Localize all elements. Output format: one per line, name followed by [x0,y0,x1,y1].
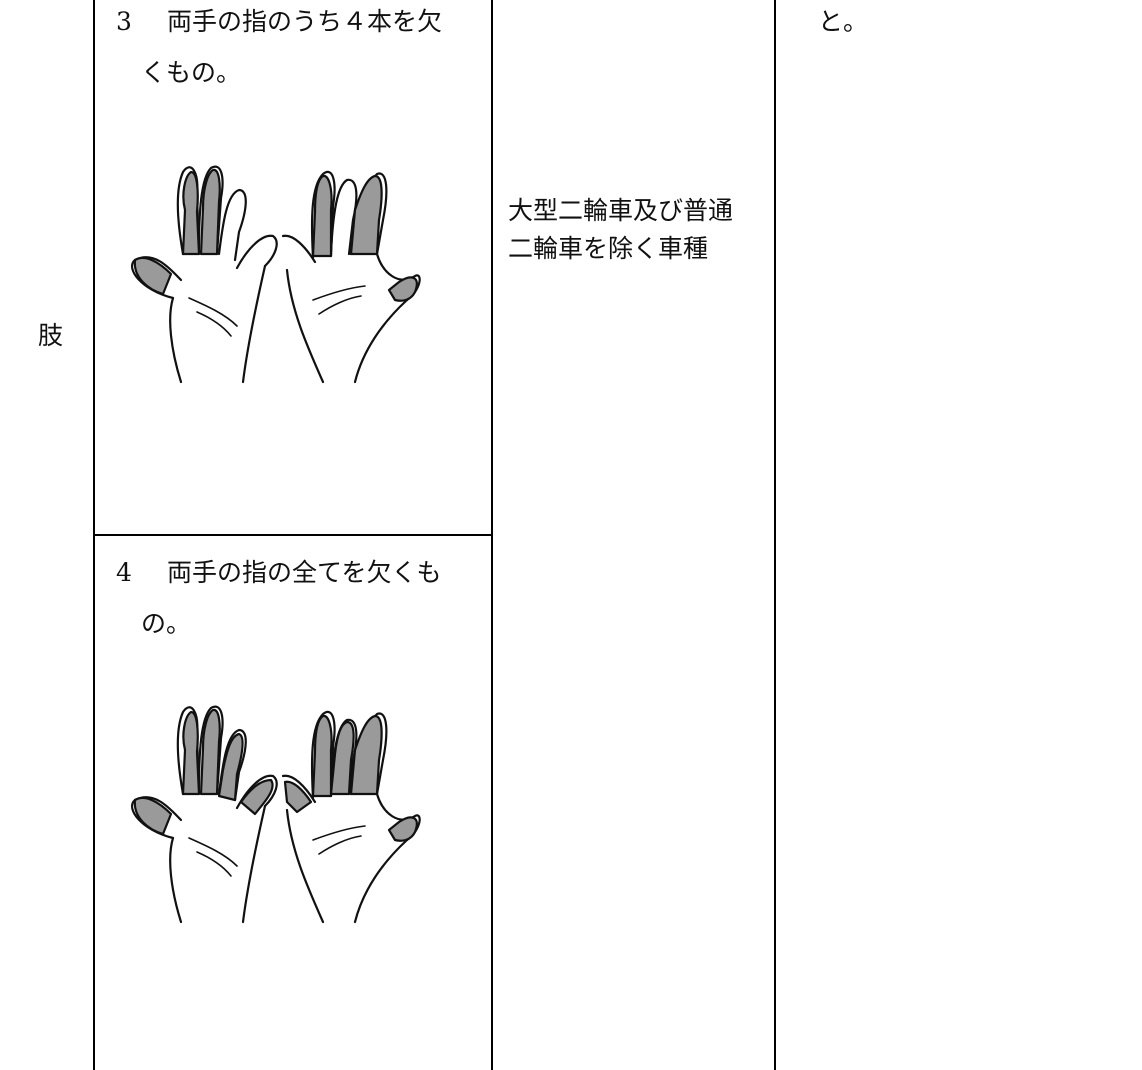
vehicle-text-line2: 二輪車を除く車種 [508,234,709,263]
category-label: 肢 [38,321,64,350]
item3-text-line2: くもの。 [141,58,242,87]
item3-text-line1: 両手の指のうち４本を欠 [167,7,443,36]
item4-number: 4 [116,558,132,587]
item4-text-line1: 両手の指の全てを欠くも [167,558,442,587]
item3-number: 3 [116,7,132,36]
vehicle-text-line1: 大型二輪車及び普通 [508,196,734,225]
note-text: と。 [818,7,869,36]
table-border-col3 [774,0,776,1070]
hands-illustration-item3 [130,165,421,384]
item4-text-line2: の。 [141,609,192,638]
row-divider [93,534,493,536]
hands-illustration-item4 [130,705,421,924]
